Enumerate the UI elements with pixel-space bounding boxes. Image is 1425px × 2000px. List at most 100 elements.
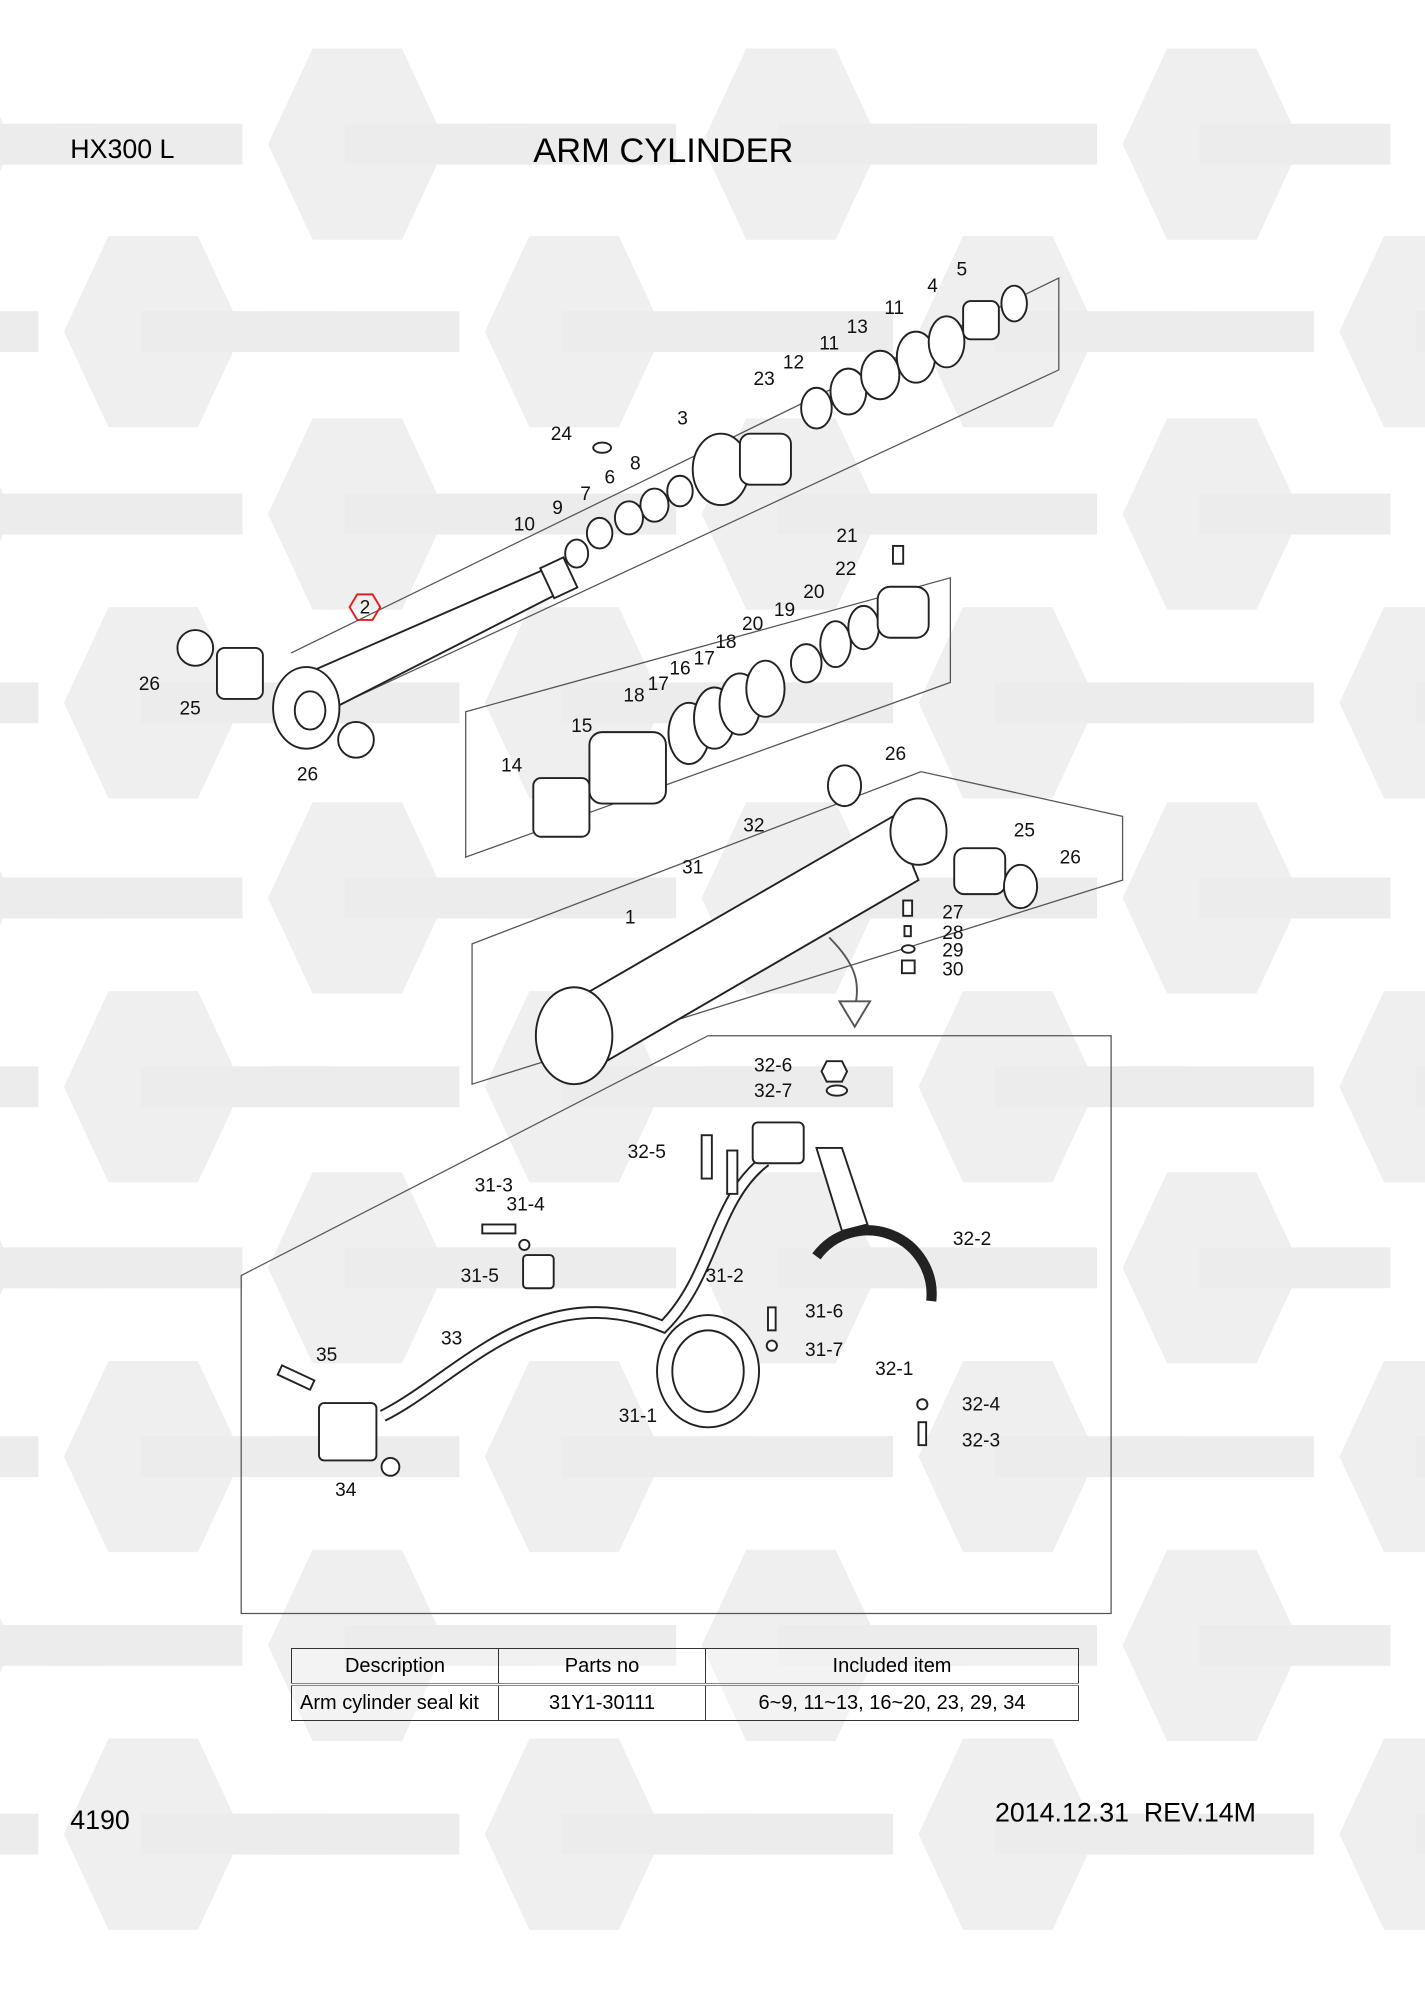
watermark-band [0, 1066, 39, 1108]
callout-25: 25 [180, 698, 201, 719]
callout-labels: 5411131112233248679102122220192018171618… [139, 260, 1081, 1502]
callout-31-1: 31-1 [619, 1406, 657, 1427]
callout-35: 35 [316, 1345, 337, 1366]
callout-31: 31 [682, 858, 703, 879]
callout-32-7: 32-7 [754, 1081, 792, 1102]
callout-26: 26 [885, 744, 906, 765]
model-name: HX300 L [70, 134, 174, 164]
watermark-logo [1339, 1360, 1425, 1553]
watermark-logo [1339, 607, 1425, 799]
callout-26: 26 [1060, 848, 1081, 869]
watermark-band [51, 1625, 243, 1666]
callout-34: 34 [335, 1480, 357, 1501]
watermark-band [51, 877, 243, 919]
callout-24: 24 [551, 424, 573, 445]
callout-4: 4 [927, 276, 938, 297]
watermark-logo [1339, 991, 1425, 1183]
watermark-band [701, 1813, 893, 1855]
callout-32-3: 32-3 [962, 1430, 1000, 1451]
callout-11: 11 [819, 333, 839, 354]
watermark-band [1415, 1436, 1425, 1478]
watermark-band [51, 123, 243, 165]
watermark-band [0, 311, 39, 353]
callout-20: 20 [803, 582, 824, 603]
callout-17: 17 [694, 649, 715, 670]
callout-32-4: 32-4 [962, 1395, 1001, 1416]
callout-14: 14 [501, 756, 523, 777]
watermark-band [267, 1813, 460, 1855]
callout-23: 23 [754, 369, 775, 390]
watermark-band [51, 1247, 243, 1289]
watermark-band [0, 1813, 39, 1855]
header-description: Description [291, 1648, 499, 1686]
watermark-band [267, 1066, 460, 1108]
watermark-band [1415, 682, 1425, 724]
callout-31-6: 31-6 [805, 1302, 843, 1323]
watermark-logo [1339, 235, 1425, 428]
callout-7: 7 [580, 484, 591, 505]
watermark-band [1122, 1813, 1314, 1855]
callout-15: 15 [571, 716, 592, 737]
watermark-band [1415, 1813, 1425, 1855]
callout-31-5: 31-5 [461, 1266, 499, 1287]
callout-18: 18 [715, 632, 736, 653]
callout-32-6: 32-6 [754, 1055, 792, 1076]
watermark-band [1199, 877, 1391, 919]
highlight-hexagon [348, 593, 382, 621]
callout-20: 20 [742, 614, 763, 635]
page-number: 4190 [70, 1805, 130, 1835]
watermark-band [1122, 1066, 1314, 1108]
watermark-band [701, 1066, 893, 1108]
watermark-band [0, 1436, 39, 1478]
watermark-band [1199, 123, 1391, 165]
callout-6: 6 [605, 467, 616, 488]
watermark-band [1415, 311, 1425, 353]
callout-10: 10 [514, 515, 535, 536]
callout-31-7: 31-7 [805, 1340, 843, 1361]
callout-32-5: 32-5 [628, 1142, 666, 1163]
watermark-band [484, 877, 677, 919]
callout-16: 16 [669, 659, 690, 680]
watermark-band [905, 1247, 1098, 1289]
callout-32-1: 32-1 [875, 1359, 913, 1380]
watermark-band [701, 1436, 893, 1478]
callout-22: 22 [835, 559, 856, 580]
table-row: Arm cylinder seal kit 31Y1-30111 6~9, 11… [291, 1684, 1079, 1721]
watermark-band [701, 311, 893, 353]
callout-33: 33 [441, 1328, 462, 1349]
seal-kit-table: Description Parts no Included item Arm c… [291, 1648, 1079, 1721]
callout-11: 11 [884, 298, 904, 319]
watermark-band [484, 1247, 677, 1289]
page-title: ARM CYLINDER [533, 132, 793, 170]
parts-drawing [176, 284, 1039, 1477]
watermark-band [51, 493, 243, 535]
watermark-band [1199, 493, 1391, 535]
callout-5: 5 [957, 260, 968, 281]
callout-18: 18 [623, 686, 644, 707]
watermark-band [905, 123, 1098, 165]
callout-17: 17 [648, 674, 669, 695]
watermark-logo [1339, 1738, 1425, 1930]
watermark-band [1122, 311, 1314, 353]
callout-29: 29 [942, 941, 963, 962]
watermark [0, 48, 1425, 1930]
callout-32: 32 [743, 816, 764, 837]
callout-31-4: 31-4 [506, 1194, 545, 1215]
callout-12: 12 [783, 353, 804, 374]
watermark-band [484, 123, 677, 165]
watermark-band [1199, 1247, 1391, 1289]
table-header-row: Description Parts no Included item [291, 1648, 1079, 1686]
watermark-band [1199, 1625, 1391, 1666]
callout-2: 2 [360, 598, 371, 619]
callout-26: 26 [297, 765, 318, 786]
watermark-band [1415, 1066, 1425, 1108]
date-revision: 2014.12.31 REV.14M [995, 1797, 1256, 1827]
callout-3: 3 [677, 409, 688, 430]
watermark-band [267, 311, 460, 353]
callout-21: 21 [836, 526, 857, 547]
callout-19: 19 [774, 600, 795, 621]
watermark-band [0, 682, 39, 724]
callout-32-2: 32-2 [953, 1229, 991, 1250]
callout-31-2: 31-2 [705, 1266, 743, 1287]
